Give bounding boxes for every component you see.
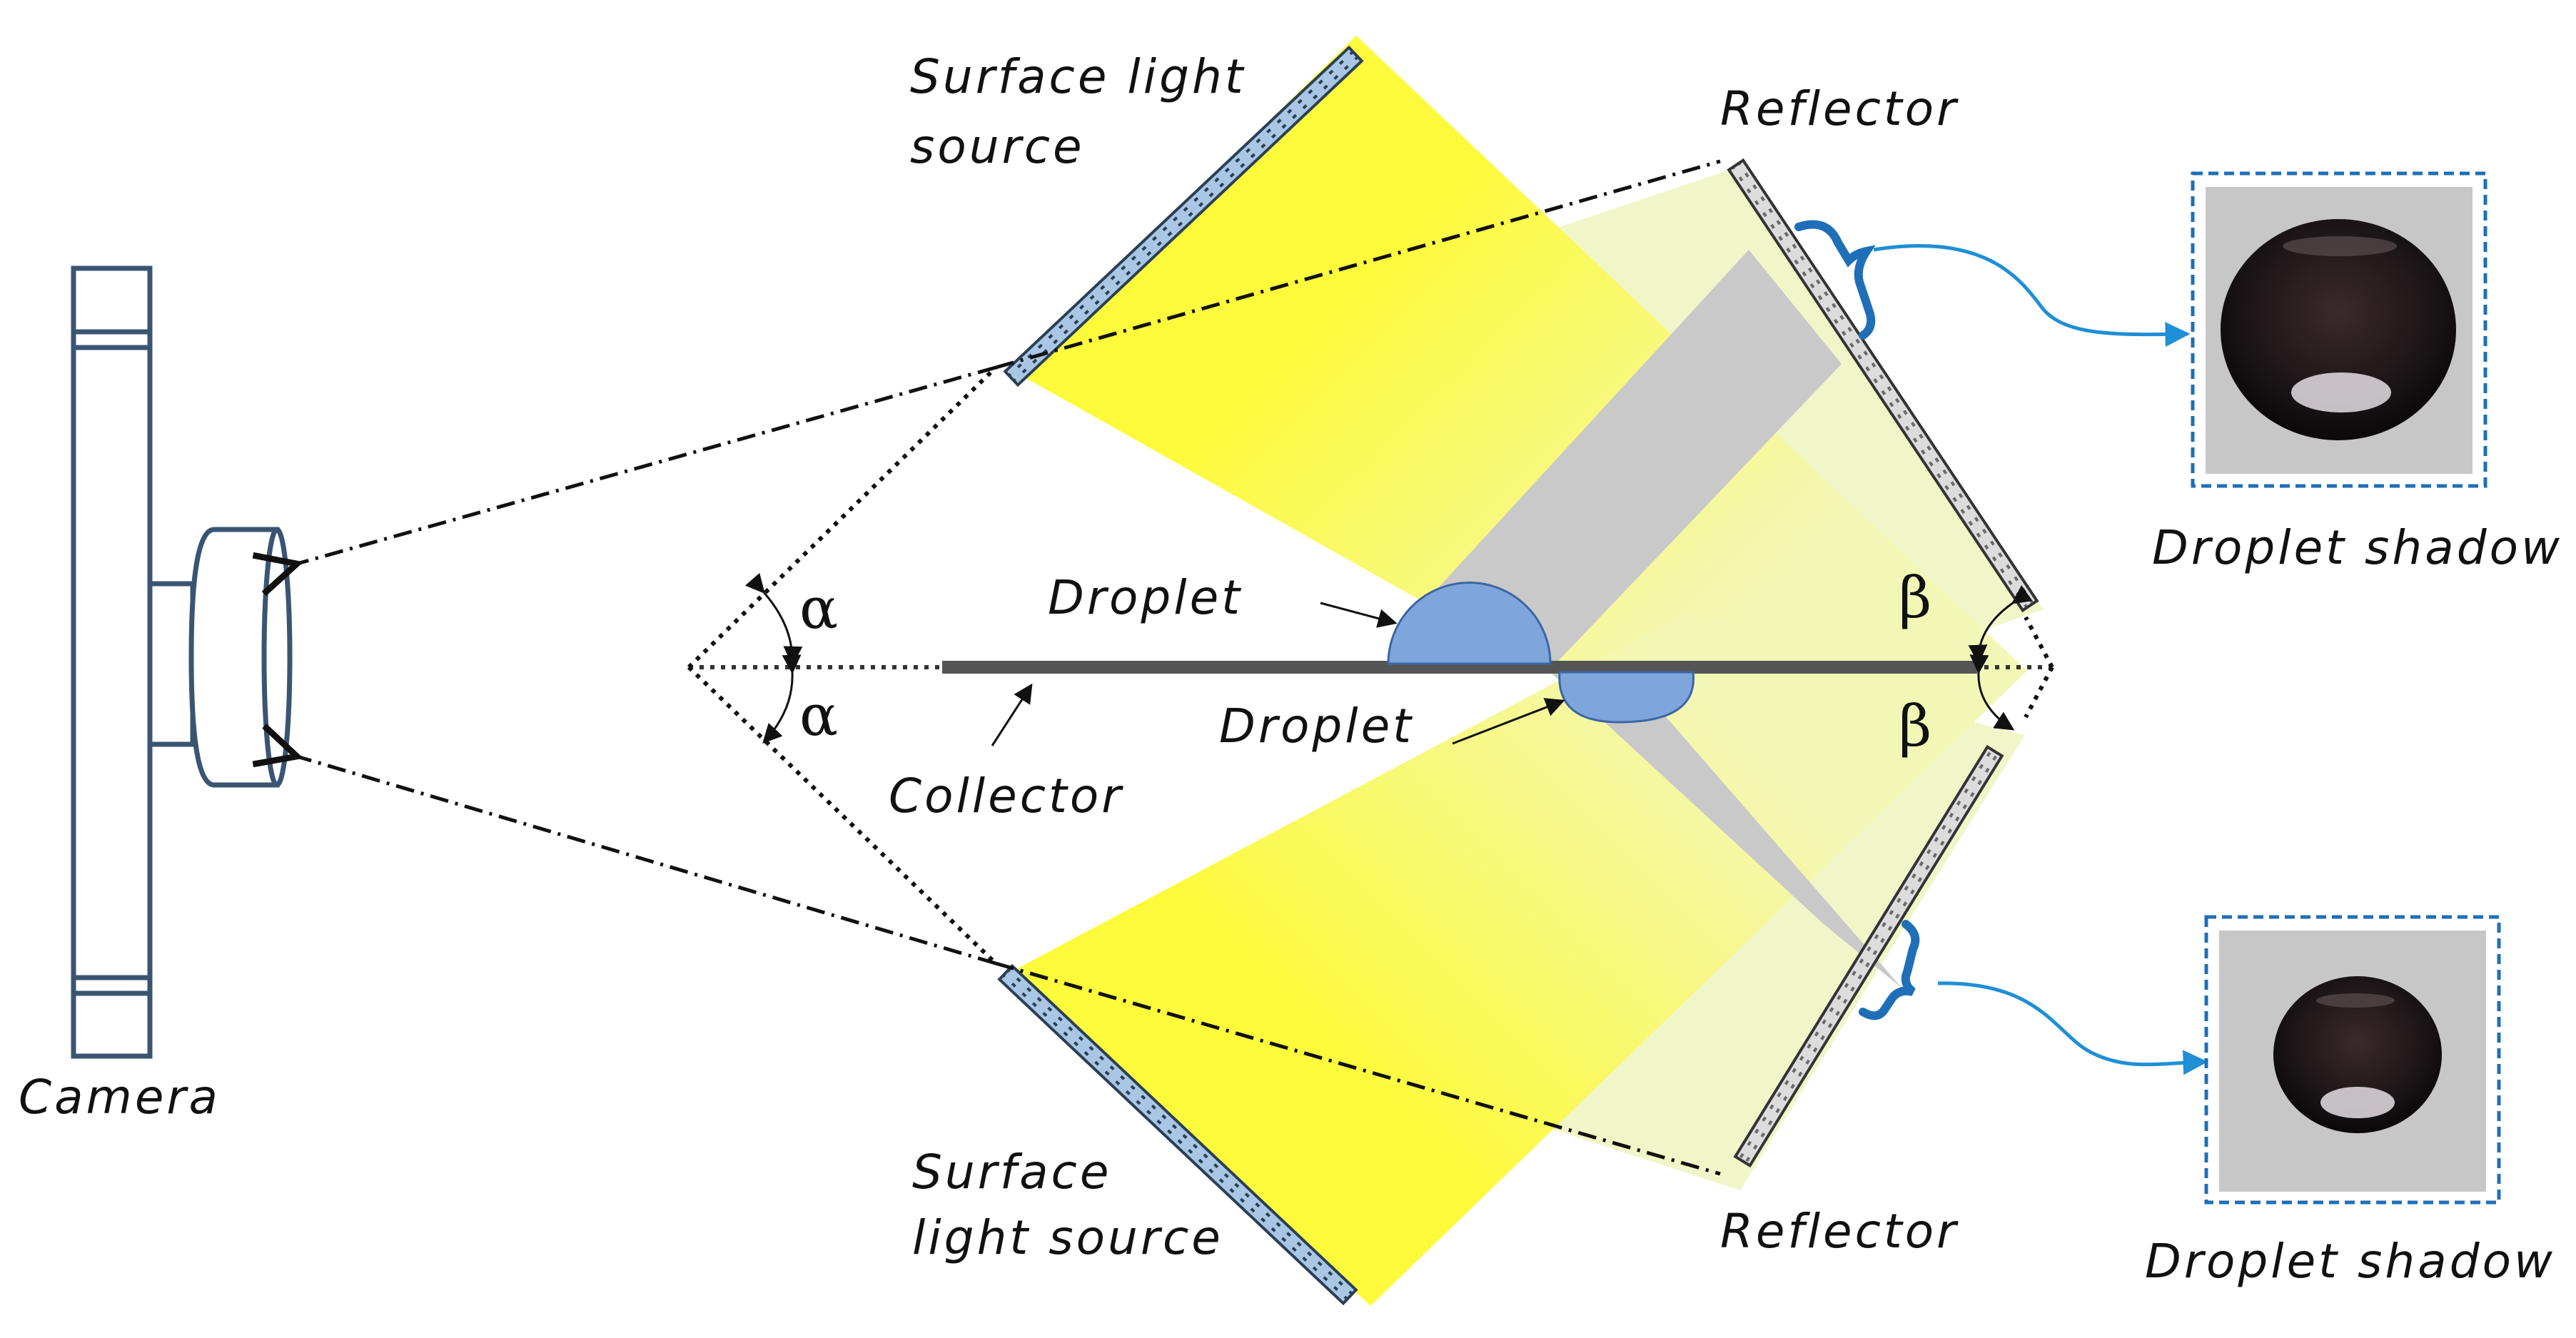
label-collector: Collector	[889, 769, 1123, 823]
label-shadow-top: Droplet shadow	[2152, 520, 2562, 575]
callout-arrow-top	[1873, 243, 2191, 348]
view-lines	[297, 159, 1721, 1176]
light-beam-top	[1014, 36, 2027, 749]
collector-pointer	[991, 683, 1033, 746]
label-reflector-top: Reflector	[1720, 81, 1959, 136]
label-light-top-2: source	[910, 119, 1085, 174]
angle-arcs	[744, 572, 2033, 744]
labels: Camera Surface light source Surface ligh…	[19, 49, 2562, 1289]
shadow-callouts	[1794, 220, 2208, 1075]
light-source-bottom	[997, 963, 1358, 1306]
shadow-photo-top	[2191, 171, 2487, 488]
alpha-line-bottom	[687, 665, 998, 966]
shadow-band-bottom	[1549, 671, 1902, 988]
label-light-top-1: Surface light	[910, 49, 1246, 104]
shadow-bands	[1428, 250, 1902, 988]
alpha-line-top	[687, 365, 998, 669]
beta-arc-bottom	[1969, 654, 2015, 731]
label-light-bottom-2: light source	[912, 1210, 1223, 1265]
beta-line-bottom	[2024, 666, 2054, 719]
label-alpha-top: α	[799, 575, 838, 642]
light-beam-bottom	[1014, 614, 2027, 1306]
camera-body	[71, 265, 153, 1059]
light-beams	[1014, 36, 2044, 1306]
label-beta-top: β	[1899, 564, 1931, 631]
label-camera: Camera	[19, 1070, 221, 1125]
reflector-bottom	[1733, 744, 2004, 1168]
shadow-band-top	[1428, 250, 1842, 671]
droplets	[1320, 582, 1695, 745]
lens-front	[261, 527, 293, 788]
beta-line-top	[2024, 616, 2054, 669]
view-line-lower-to-light	[297, 756, 996, 966]
label-light-bottom-1: Surface	[912, 1145, 1111, 1200]
label-reflector-bottom: Reflector	[1720, 1204, 1959, 1259]
droplet-top	[1387, 582, 1552, 665]
droplet-bottom-pointer	[1452, 698, 1565, 745]
droplet-top-pointer	[1320, 602, 1398, 628]
surface-light-sources	[997, 45, 1364, 1306]
light-source-top	[1003, 45, 1364, 387]
brace-bottom	[1859, 920, 1920, 1020]
label-alpha-bottom: α	[799, 682, 838, 749]
camera-mount	[147, 581, 196, 747]
view-line-upper-to-reflector	[995, 159, 1721, 370]
collector-group	[689, 661, 2052, 746]
callout-arrow-bottom	[1937, 981, 2208, 1075]
label-beta-bottom: β	[1899, 693, 1931, 759]
shadow-photo-bottom	[2204, 915, 2501, 1205]
alpha-arc-bottom	[762, 654, 802, 744]
brace-top	[1794, 220, 1876, 340]
label-droplet-bottom: Droplet	[1219, 699, 1414, 754]
camera-band-top	[71, 329, 153, 350]
camera	[71, 265, 293, 1059]
view-line-upper-to-light	[297, 365, 996, 564]
camera-band-bottom	[71, 975, 153, 996]
label-droplet-top: Droplet	[1048, 570, 1243, 625]
label-shadow-bottom: Droplet shadow	[2145, 1234, 2555, 1289]
alpha-arc-top	[744, 572, 803, 666]
